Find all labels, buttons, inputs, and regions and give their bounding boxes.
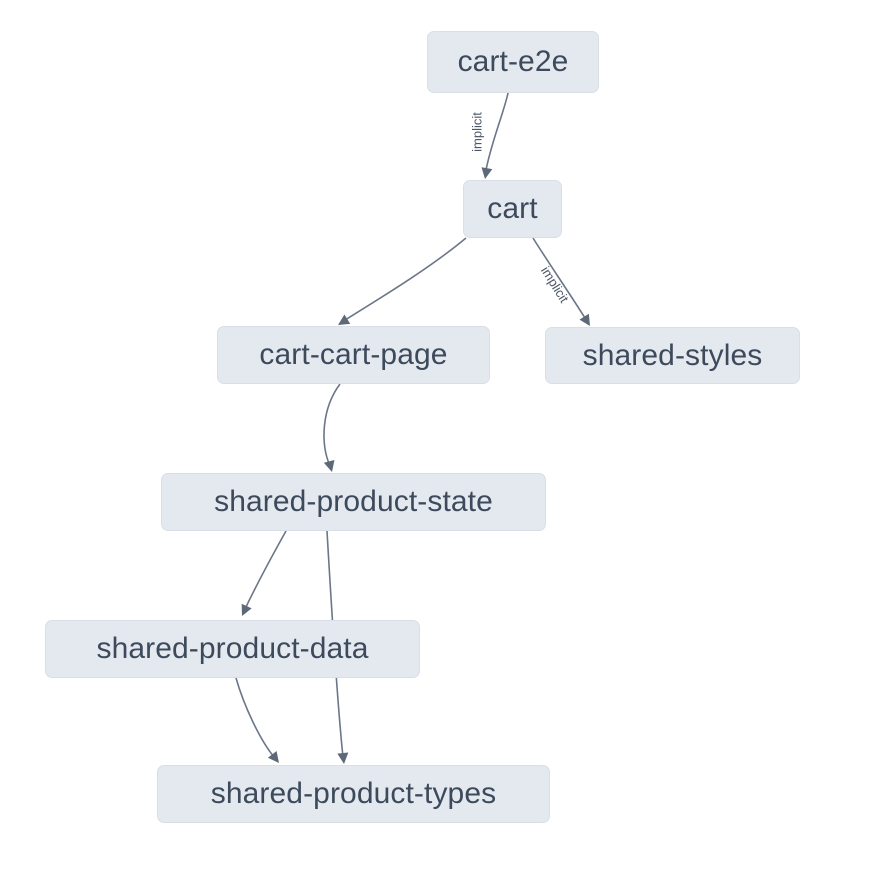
graph-node-cart-e2e[interactable]: cart-e2e bbox=[427, 31, 599, 93]
graph-edge-shared-product-data--shared-product-types bbox=[235, 677, 279, 763]
graph-node-label: shared-product-state bbox=[214, 485, 493, 518]
graph-node-shared-product-state[interactable]: shared-product-state bbox=[161, 473, 546, 531]
edge-arrowhead bbox=[338, 314, 351, 325]
graph-edge-shared-product-state--shared-product-data bbox=[241, 530, 287, 616]
edge-line bbox=[235, 677, 275, 758]
graph-node-label: shared-product-data bbox=[96, 632, 369, 665]
edge-line bbox=[485, 92, 509, 171]
edge-arrowhead bbox=[267, 750, 279, 763]
edge-arrowhead bbox=[481, 167, 493, 179]
graph-node-cart[interactable]: cart bbox=[463, 180, 562, 238]
edge-arrowhead bbox=[323, 459, 335, 472]
edge-line bbox=[323, 383, 341, 467]
graph-edge-cart-e2e--cart: implicit bbox=[469, 92, 509, 179]
graph-node-label: shared-product-types bbox=[210, 777, 497, 810]
edge-line bbox=[244, 530, 287, 610]
edge-arrowhead bbox=[579, 313, 590, 326]
graph-edge-cart-cart-page--shared-product-state bbox=[323, 383, 341, 472]
graph-node-shared-product-data[interactable]: shared-product-data bbox=[45, 620, 420, 678]
graph-edge-cart--cart-cart-page bbox=[338, 237, 467, 325]
graph-node-label: shared-styles bbox=[582, 338, 763, 372]
edge-arrowhead bbox=[241, 603, 252, 616]
graph-node-label: cart bbox=[487, 192, 538, 225]
edge-line bbox=[344, 237, 467, 321]
graph-node-shared-product-types[interactable]: shared-product-types bbox=[157, 765, 550, 823]
graph-node-label: cart-e2e bbox=[457, 45, 569, 78]
graph-node-cart-cart-page[interactable]: cart-cart-page bbox=[217, 326, 490, 384]
edge-line bbox=[532, 237, 586, 319]
edge-label: implicit bbox=[469, 112, 484, 152]
graph-node-label: cart-cart-page bbox=[259, 338, 448, 371]
graph-node-shared-styles[interactable]: shared-styles bbox=[545, 327, 800, 384]
edge-arrowhead bbox=[337, 752, 349, 764]
